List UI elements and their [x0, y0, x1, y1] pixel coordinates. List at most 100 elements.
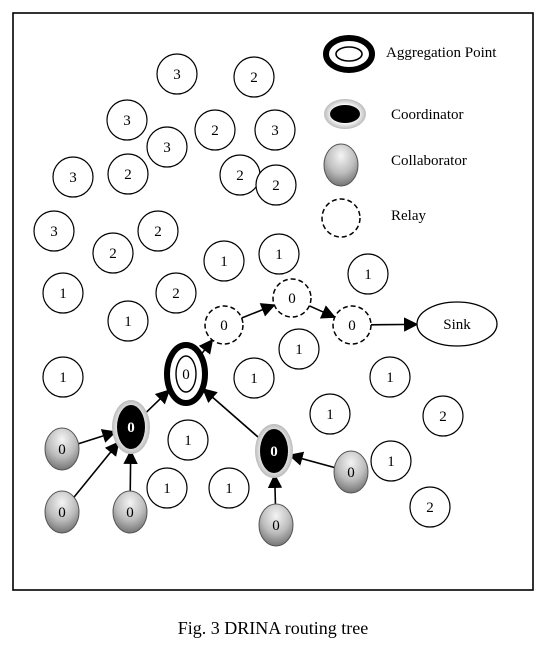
- edge-arrow: [198, 338, 214, 355]
- legend-relay-icon: [321, 198, 361, 238]
- node-label: 0: [58, 442, 66, 458]
- legend-relay-label: Relay: [391, 208, 426, 224]
- legend-aggregation-point-label: Aggregation Point: [386, 45, 497, 61]
- plain-node: 1: [167, 419, 209, 461]
- relay-node: 0: [204, 305, 244, 345]
- collaborator-node: 0: [44, 427, 80, 471]
- plain-node: 2: [107, 153, 149, 195]
- node-label: 3: [163, 140, 171, 156]
- edge-arrow: [202, 388, 261, 440]
- edge-arrow: [308, 305, 336, 319]
- aggregation-node: 0: [164, 342, 208, 406]
- collaborator-node: 0: [258, 503, 294, 547]
- node-label: 0: [182, 367, 190, 383]
- plain-node: 1: [42, 272, 84, 314]
- collaborator-node: 0: [333, 450, 369, 494]
- edge-arrow: [73, 441, 120, 498]
- sink-label: Sink: [443, 317, 471, 333]
- node-label: 1: [184, 433, 192, 449]
- plain-node: 1: [233, 357, 275, 399]
- node-label: 2: [439, 409, 447, 425]
- plain-node: 3: [52, 156, 94, 198]
- node-label: 3: [50, 224, 58, 240]
- node-label: 1: [364, 267, 372, 283]
- edge-arrow: [267, 473, 283, 505]
- node-label: 2: [236, 168, 244, 184]
- plain-node: 1: [278, 328, 320, 370]
- node-label: 0: [126, 505, 134, 521]
- node-label: 2: [154, 224, 162, 240]
- plain-node: 2: [194, 109, 236, 151]
- node-label: 2: [211, 123, 219, 139]
- plain-node: 2: [255, 164, 297, 206]
- nodes-layer: 3 2 3 2 3 3 3 2 2 2 3 2 2 1 1 1 2 1 1 1 1 1 1 2 1 1 1 1 1 2 0 0 0 0 0 0 0 0 0 0…: [33, 53, 464, 547]
- plain-node: 1: [309, 393, 351, 435]
- node-label: 2: [109, 246, 117, 262]
- node-label: 3: [173, 67, 181, 83]
- coordinator-node: 0: [112, 400, 150, 454]
- figure-caption: Fig. 3 DRINA routing tree: [177, 618, 369, 638]
- node-label: 1: [59, 286, 67, 302]
- relay-node: 0: [272, 278, 312, 318]
- legend: Aggregation Point Coordinator Collaborat…: [321, 35, 497, 238]
- node-label: 1: [326, 407, 334, 423]
- plain-node: 3: [146, 126, 188, 168]
- plain-node: 3: [254, 109, 296, 151]
- node-label: 2: [172, 286, 180, 302]
- edge-arrow: [78, 429, 117, 445]
- node-label: 2: [124, 167, 132, 183]
- plain-node: 1: [208, 467, 250, 509]
- plain-node: 2: [219, 154, 261, 196]
- node-label: 0: [220, 318, 228, 334]
- plain-node: 3: [106, 99, 148, 141]
- node-label: 3: [123, 113, 131, 129]
- edge-arrow: [143, 389, 171, 415]
- plain-node: 1: [258, 233, 300, 275]
- node-label: 1: [250, 371, 258, 387]
- collaborator-node: 0: [112, 490, 148, 534]
- plain-node: 2: [409, 486, 451, 528]
- relay-node: 0: [332, 305, 372, 345]
- legend-collaborator-icon: [323, 143, 359, 187]
- node-label: 1: [386, 370, 394, 386]
- plain-node: 2: [155, 272, 197, 314]
- plain-node: 1: [42, 356, 84, 398]
- legend-coordinator-icon: [324, 99, 366, 129]
- node-label: 1: [163, 481, 171, 497]
- node-label: 0: [272, 518, 280, 534]
- legend-collaborator-label: Collaborator: [391, 153, 467, 169]
- edge-arrow: [241, 303, 276, 319]
- node-label: 0: [127, 420, 135, 436]
- node-label: 1: [295, 342, 303, 358]
- drina-routing-tree-diagram: Aggregation Point Coordinator Collaborat…: [12, 12, 534, 591]
- node-label: 2: [426, 500, 434, 516]
- plain-node: 1: [370, 440, 412, 482]
- node-label: 1: [225, 481, 233, 497]
- node-label: 3: [69, 170, 77, 186]
- node-label: 0: [270, 444, 278, 460]
- edges-layer: [73, 303, 419, 505]
- diagram-frame: [12, 12, 534, 591]
- node-label: 1: [387, 454, 395, 470]
- node-label: 2: [250, 70, 258, 86]
- legend-aggregation-point-icon: [323, 35, 375, 73]
- node-label: 0: [58, 505, 66, 521]
- legend-coordinator-label: Coordinator: [391, 107, 464, 123]
- coordinator-node: 0: [255, 424, 293, 478]
- sink-node: Sink: [416, 301, 498, 347]
- plain-node: 2: [92, 232, 134, 274]
- plain-node: 1: [369, 356, 411, 398]
- node-label: 0: [288, 291, 296, 307]
- node-label: 1: [220, 254, 228, 270]
- node-label: 2: [272, 178, 280, 194]
- plain-node: 1: [203, 240, 245, 282]
- node-label: 1: [59, 370, 67, 386]
- plain-node: 1: [146, 467, 188, 509]
- node-label: 1: [275, 247, 283, 263]
- collaborator-node: 0: [44, 490, 80, 534]
- plain-node: 1: [347, 253, 389, 295]
- edge-arrow: [288, 451, 335, 469]
- plain-node: 2: [233, 56, 275, 98]
- node-label: 0: [347, 465, 355, 481]
- node-label: 1: [124, 314, 132, 330]
